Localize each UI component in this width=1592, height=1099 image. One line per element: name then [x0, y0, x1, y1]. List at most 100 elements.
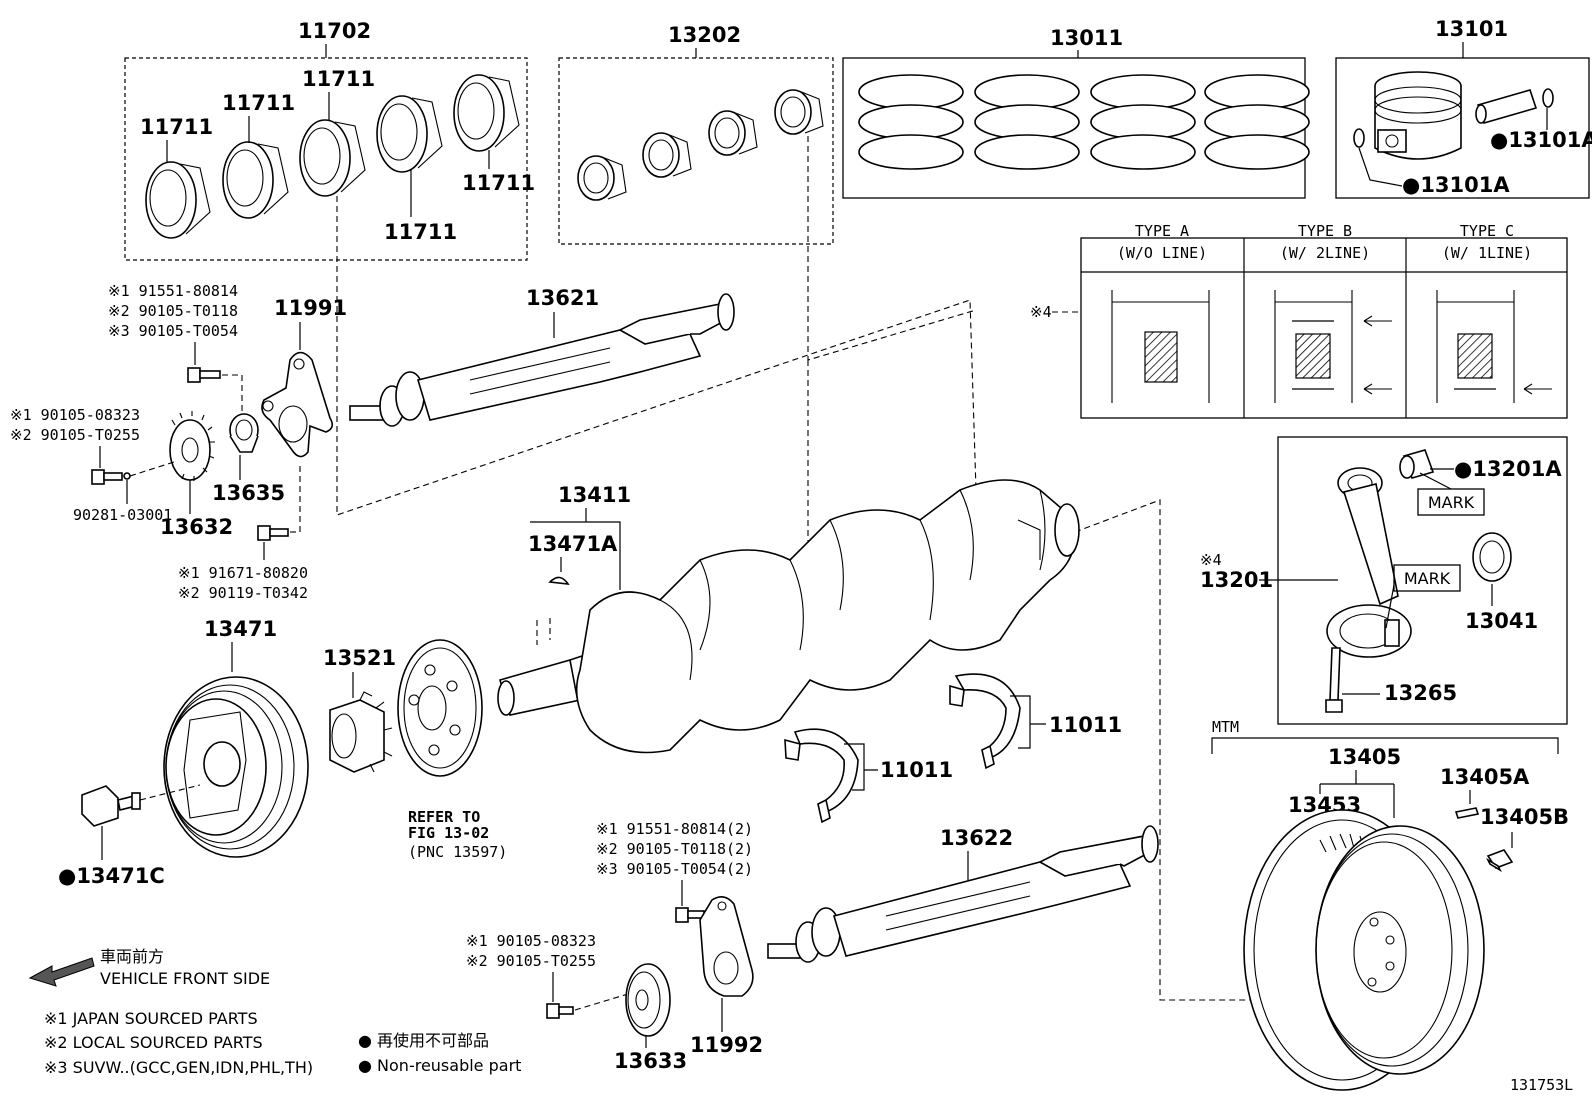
- pulley-bolt[interactable]: [81, 785, 141, 827]
- flywheel[interactable]: [1315, 825, 1485, 1075]
- lower-bolt-left-1: ※1 90105-08323: [466, 932, 596, 950]
- pulley-label[interactable]: 13471: [204, 617, 277, 641]
- flywheel-group[interactable]: MTM 13405 13453 13405A 13405B: [1211, 718, 1569, 1091]
- main-bearing-label-2[interactable]: 11711: [222, 91, 295, 115]
- piston-pin[interactable]: [1475, 89, 1538, 124]
- main-bearing-5[interactable]: [453, 74, 520, 152]
- rod-bearing-1[interactable]: [577, 155, 627, 201]
- thrust-washer-2[interactable]: [949, 673, 1021, 770]
- lower-top-bolt[interactable]: [675, 907, 705, 923]
- main-bearing-set-group[interactable]: 11702 11711 11711: [124, 19, 535, 261]
- upper-plate-label[interactable]: 11991: [274, 296, 347, 320]
- ring-set-1[interactable]: [858, 74, 964, 170]
- main-bearing-2[interactable]: [222, 141, 289, 219]
- flywheel-pin-label[interactable]: 13405A: [1440, 765, 1530, 789]
- balance-shaft-lower[interactable]: [767, 825, 1159, 963]
- rod-bearing-2[interactable]: [642, 132, 692, 178]
- upper-washer[interactable]: [123, 472, 131, 480]
- piston-ring-set-group[interactable]: 13011: [842, 26, 1310, 199]
- balance-shaft-upper-group[interactable]: 13621 ※1 91551-80814 ※2 90105-T0118 ※3 9…: [10, 282, 735, 602]
- rod-bearing-3[interactable]: [708, 110, 758, 156]
- refer-line-2: FIG 13-02: [408, 824, 489, 842]
- thrust-washer-1[interactable]: [784, 728, 859, 824]
- type-a-column: TYPE A (W/O LINE): [1111, 222, 1210, 403]
- crank-sprocket-label[interactable]: 13521: [323, 646, 396, 670]
- crank-pulley[interactable]: [163, 676, 309, 858]
- piston-label[interactable]: 13101: [1435, 17, 1508, 41]
- timing-gear[interactable]: [397, 639, 483, 777]
- rod-bearing-set-group[interactable]: 13202: [558, 23, 834, 245]
- crank-key-label[interactable]: 13471A: [528, 532, 618, 556]
- balance-shaft-lower-label[interactable]: 13622: [940, 826, 1013, 850]
- balance-shaft-upper[interactable]: [349, 293, 735, 427]
- piston-body[interactable]: [1374, 71, 1462, 160]
- crankshaft-label[interactable]: 13411: [558, 483, 631, 507]
- lower-gear[interactable]: [625, 963, 671, 1037]
- conrod-bushing[interactable]: [1399, 449, 1435, 479]
- rod-bearing-4[interactable]: [774, 89, 824, 135]
- lower-plate[interactable]: [699, 896, 754, 997]
- snap-ring-label-2[interactable]: ●13101A: [1402, 173, 1510, 197]
- upper-top-bolt[interactable]: [187, 367, 221, 383]
- main-bearing-3[interactable]: [299, 119, 366, 197]
- upper-washer-label: 90281-03001: [73, 506, 172, 524]
- main-bearing-4[interactable]: [376, 95, 443, 173]
- nonreuse-jp: ● 再使用不可部品: [358, 1031, 489, 1050]
- balance-shaft-lower-group[interactable]: 13622 ※1 91551-80814(2) ※2 90105-T0118(2…: [466, 820, 1159, 1073]
- flywheel-label[interactable]: 13405: [1328, 745, 1401, 769]
- ring-set-4[interactable]: [1204, 74, 1310, 170]
- upper-spacer-label[interactable]: 13635: [212, 481, 285, 505]
- upper-bottom-bolt[interactable]: [257, 525, 289, 541]
- main-bearing-label-4[interactable]: 11711: [384, 220, 457, 244]
- conrod-bearing-label[interactable]: 13041: [1465, 609, 1538, 633]
- rod-bearing-set-label[interactable]: 13202: [668, 23, 741, 47]
- flywheel-pin[interactable]: [1454, 807, 1480, 819]
- thrust-washer-label-2[interactable]: 11011: [1049, 713, 1122, 737]
- thrust-washer-label-1[interactable]: 11011: [880, 758, 953, 782]
- lower-gear-label[interactable]: 13633: [614, 1049, 687, 1073]
- main-bearing-1[interactable]: [145, 161, 211, 239]
- flywheel-bolt[interactable]: [1486, 849, 1514, 873]
- upper-bolt-bottom-2: ※2 90119-T0342: [178, 584, 308, 602]
- conrod-bushing-label[interactable]: ●13201A: [1454, 457, 1562, 481]
- piston-snap-ring-left[interactable]: [1353, 128, 1365, 148]
- type-a-desc: (W/O LINE): [1117, 244, 1207, 262]
- lower-left-bolt[interactable]: [546, 1003, 574, 1019]
- refer-line-3: (PNC 13597): [408, 843, 507, 861]
- main-bearing-label-5[interactable]: 11711: [462, 171, 535, 195]
- sprocket-group[interactable]: 13521 REFER TO FIG 13-02 (PNC 13597): [323, 639, 507, 861]
- snap-ring-label-1[interactable]: ●13101A: [1490, 128, 1592, 152]
- piston-group[interactable]: 13101 ●13101A ●13101A: [1335, 17, 1592, 199]
- main-bearing-label-1[interactable]: 11711: [140, 115, 213, 139]
- conrod-bearing[interactable]: [1472, 532, 1512, 582]
- conrod-body[interactable]: [1326, 467, 1412, 658]
- lower-bolt-top-3: ※3 90105-T0054(2): [596, 860, 753, 878]
- piston-ring-set-label[interactable]: 13011: [1050, 26, 1123, 50]
- upper-gear-label[interactable]: 13632: [160, 515, 233, 539]
- pulley-bolt-label[interactable]: ●13471C: [58, 864, 165, 888]
- pulley-group[interactable]: 13471 ●13471C: [58, 617, 309, 888]
- upper-bolt-bottom-1: ※1 91671-80820: [178, 564, 308, 582]
- main-bearing-set-label[interactable]: 11702: [298, 19, 371, 43]
- ring-type-note: ※4: [1030, 303, 1052, 321]
- crankshaft[interactable]: [497, 479, 1080, 754]
- upper-spacer[interactable]: [229, 413, 259, 453]
- lower-plate-label[interactable]: 11992: [690, 1033, 763, 1057]
- conrod-bolt[interactable]: [1325, 647, 1343, 713]
- balance-shaft-upper-label[interactable]: 13621: [526, 286, 599, 310]
- crank-sprocket[interactable]: [329, 691, 393, 773]
- crankshaft-group[interactable]: 13411 13471A 11011 11011: [497, 479, 1122, 824]
- flywheel-bolt-label[interactable]: 13405B: [1480, 805, 1569, 829]
- ring-set-3[interactable]: [1090, 74, 1196, 170]
- conrod-group[interactable]: ※4 13201 ●13201A MARK 13041 MARK: [1200, 436, 1568, 725]
- upper-left-bolt[interactable]: [91, 469, 123, 485]
- conrod-bolt-label[interactable]: 13265: [1384, 681, 1457, 705]
- lower-bolt-top-2: ※2 90105-T0118(2): [596, 840, 753, 858]
- main-bearing-label-3[interactable]: 11711: [302, 67, 375, 91]
- upper-gear[interactable]: [169, 411, 215, 481]
- ring-set-2[interactable]: [974, 74, 1080, 170]
- type-b-name: TYPE B: [1298, 222, 1352, 240]
- crank-key[interactable]: [548, 576, 570, 585]
- piston-snap-ring-right[interactable]: [1542, 88, 1554, 108]
